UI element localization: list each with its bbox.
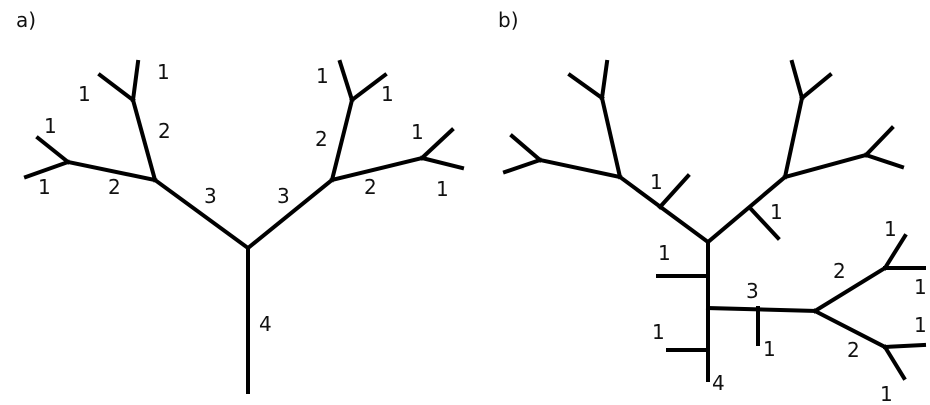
b-right-up-twig-1: [789, 59, 805, 101]
b-side-upper-twig-1: [882, 233, 908, 271]
a-order-label: 1: [78, 82, 91, 106]
panel-b-tree: [502, 59, 927, 382]
panel-b-order-labels: 1 1 1 1 3 1 2 1 1 2 1 4 1: [650, 170, 927, 405]
a-left-side-twig-1: [35, 135, 71, 165]
a-order-label: 1: [436, 177, 449, 201]
panel-b: b): [498, 8, 927, 405]
b-left-side-twig-2: [502, 157, 543, 175]
a-left-upper-twig-2: [130, 59, 141, 103]
b-right-main-side-twig: [747, 205, 781, 241]
b-order-label: 1: [658, 241, 671, 265]
a-right-order3-branch: [245, 177, 335, 251]
a-order-label: 1: [38, 175, 51, 199]
b-side-lower-twig-1: [882, 342, 927, 350]
a-order-label: 1: [44, 114, 57, 138]
b-left-main-side-twig: [657, 173, 691, 210]
panel-b-label: b): [498, 8, 519, 32]
a-right-side-twig-2: [419, 155, 465, 171]
a-order-label: 2: [315, 127, 328, 151]
b-right-main-branch: [705, 174, 788, 245]
b-order-label: 1: [884, 217, 897, 241]
a-order-label: 4: [259, 312, 272, 336]
b-order-label: 2: [833, 259, 846, 283]
a-order-label: 1: [381, 82, 394, 106]
a-order-label: 1: [411, 120, 424, 144]
a-left-order3-branch: [152, 177, 251, 251]
b-left-up-twig-2: [599, 59, 610, 101]
panel-a-tree: [23, 59, 465, 394]
a-left-upper-twig-1: [97, 72, 136, 103]
a-order-label: 2: [108, 175, 121, 199]
b-left-side-twig-1: [509, 133, 543, 163]
a-order-label: 2: [364, 175, 377, 199]
b-order-label: 1: [652, 320, 665, 344]
a-left-side-order2-branch: [65, 159, 158, 183]
a-order-label: 3: [204, 184, 217, 208]
a-order-label: 2: [158, 119, 171, 143]
panel-a-order-labels: 1 1 1 1 2 2 3 3 2 2 1 1 1 1 4: [38, 60, 449, 336]
b-right-up-branch: [782, 95, 805, 180]
b-right-side-branch: [782, 152, 869, 180]
b-order3-side-branch: [705, 305, 818, 314]
panel-a-label: a): [16, 8, 36, 32]
a-order-label: 1: [316, 64, 329, 88]
b-order-label: 2: [847, 338, 860, 362]
panel-a: a) 1 1 1 1 2 2 3 3 2: [16, 8, 465, 394]
b-order-label: 1: [914, 313, 927, 337]
b-left-up-twig-1: [567, 72, 605, 101]
a-right-upper-twig-2: [349, 72, 388, 103]
b-side-lower-order2-branch: [812, 308, 888, 350]
a-order-label: 3: [277, 184, 290, 208]
a-right-side-order2-branch: [329, 155, 425, 183]
a-right-upper-twig-1: [337, 59, 355, 103]
b-left-up-branch: [599, 95, 623, 180]
b-side-upper-order2-branch: [812, 265, 888, 314]
b-right-side-twig-1: [863, 125, 895, 158]
b-order-label: 3: [746, 279, 759, 303]
b-order-label: 1: [880, 382, 893, 405]
a-right-side-twig-1: [419, 127, 455, 161]
a-left-side-twig-2: [23, 159, 71, 180]
b-order-label: 1: [770, 200, 783, 224]
b-right-side-twig-2: [863, 152, 905, 170]
a-order-label: 1: [157, 60, 170, 84]
b-order-label: 1: [914, 275, 927, 299]
b-order-label: 1: [763, 337, 776, 361]
b-left-side-branch: [537, 157, 623, 180]
b-left-main-branch: [617, 174, 711, 245]
a-right-upper-order2-branch: [329, 97, 355, 183]
b-side-lower-twig-2: [882, 344, 907, 381]
b-order-label: 4: [712, 371, 725, 395]
b-order-label: 1: [650, 170, 663, 194]
a-left-upper-order2-branch: [130, 97, 158, 183]
b-right-up-twig-2: [799, 72, 833, 101]
